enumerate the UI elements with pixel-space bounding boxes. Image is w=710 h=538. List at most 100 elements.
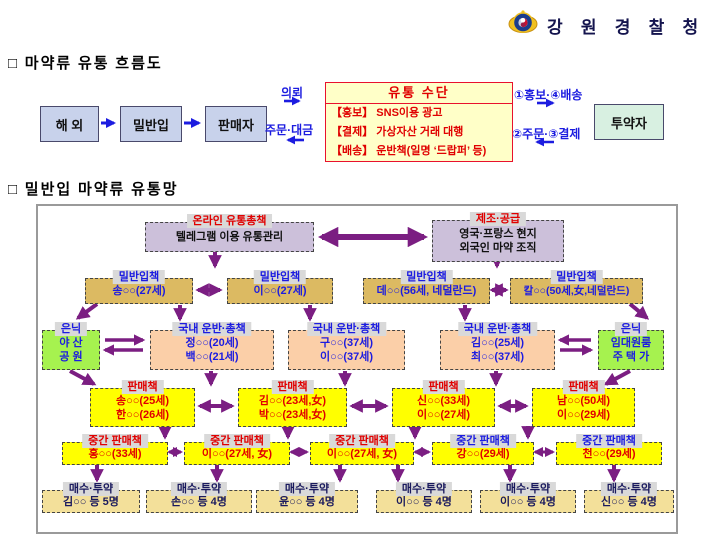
person-name: 천○○(29세) (582, 447, 636, 460)
person-name: 이○○ 등 4명 (500, 495, 556, 508)
seller-node: 판매책 송○○(25세) 한○○(26세) (90, 380, 195, 427)
hideout-line: 야 산 (59, 337, 83, 349)
methods-title: 유통 수단 (326, 83, 512, 104)
smuggler-node: 밀반입책 이○○(27세) (227, 270, 333, 304)
transporter-node: 국내 운반·총책 정○○(20세) 백○○(21세) (150, 322, 274, 370)
agency-header: 강 원 경 찰 청 (508, 8, 705, 43)
mid-seller-role-tag: 중간 판매책 (82, 434, 148, 448)
person-name: 남○○(50세) (556, 394, 611, 407)
person-name: 칼○○(50세,女,네덜란드) (523, 285, 630, 297)
person-name: 송○○(27세) (112, 285, 166, 297)
supplier-line: 외국인 마약 조직 (459, 242, 537, 254)
person-name: 김○○(25세) (470, 337, 525, 349)
mid-seller-node: 중간 판매책 이○○(27세, 女) (310, 434, 414, 465)
buyer-role-tag: 매수·투약 (278, 482, 336, 496)
request-label: 의뢰 (281, 86, 304, 100)
smuggler-role-tag: 밀반입책 (253, 270, 307, 284)
buyer-role-tag: 매수·투약 (62, 482, 120, 496)
smuggler-node: 밀반입책 송○○(27세) (85, 270, 193, 304)
mid-seller-node: 중간 판매책 홍○○(33세) (62, 434, 168, 465)
flow-box-overseas: 해 외 (40, 106, 99, 142)
person-name: 한○○(26세) (115, 408, 170, 421)
person-name: 이○○(27세) (416, 408, 471, 421)
seller-node: 판매책 김○○(23세,女) 박○○(23세,女) (238, 380, 347, 427)
seller-role-tag: 판매책 (422, 380, 465, 394)
transporter-role-tag: 국내 운반·총책 (457, 322, 538, 336)
transporter-node: 국내 운반·총책 김○○(25세) 최○○(37세) (440, 322, 555, 370)
mid-seller-node: 중간 판매책 강○○(29세) (432, 434, 534, 465)
person-name: 김○○(23세,女) (258, 394, 327, 407)
person-name: 최○○(37세) (470, 351, 525, 363)
smuggler-role-tag: 밀반입책 (400, 270, 453, 284)
seller-role-tag: 판매책 (562, 380, 605, 394)
person-name: 이○○(27세) (253, 285, 307, 297)
person-name: 손○○ 등 4명 (171, 495, 227, 508)
person-name: 이○○(29세) (556, 408, 611, 421)
seller-role-tag: 판매책 (271, 380, 314, 394)
buyer-node: 매수·투약 손○○ 등 4명 (146, 482, 252, 513)
method-promo: 【홍보】 SNS이용 광고 (331, 107, 443, 119)
mid-seller-role-tag: 중간 판매책 (204, 434, 270, 448)
flow-box-seller: 판매자 (205, 106, 267, 142)
person-name: 윤○○ 등 4명 (279, 495, 335, 508)
buyer-node: 매수·투약 이○○ 등 4명 (480, 482, 576, 513)
online-boss-role-tag: 온라인 유통총책 (186, 214, 273, 228)
person-name: 이○○(27세, 女) (326, 447, 398, 460)
online-boss-node: 온라인 유통총책 텔레그램 이용 유통관리 (145, 214, 314, 252)
seller-node: 판매책 신○○(33세) 이○○(27세) (392, 380, 495, 427)
hideout-role-tag: 은닉 (54, 322, 88, 336)
mid-seller-role-tag: 중간 판매책 (329, 434, 395, 448)
method-delivery: 【배송】 운반책(일명 ‘드랍퍼’ 등) (331, 145, 487, 157)
person-name: 구○○(37세) (319, 337, 374, 349)
person-name: 송○○(25세) (115, 394, 170, 407)
supplier-node: 제조·공급 영국·프랑스 현지 외국인 마약 조직 (432, 212, 564, 262)
buyer-node: 매수·투약 윤○○ 등 4명 (256, 482, 358, 513)
supplier-line: 영국·프랑스 현지 (459, 228, 537, 240)
person-name: 데○○(56세, 네덜란드) (376, 285, 477, 297)
transporter-role-tag: 국내 운반·총책 (172, 322, 252, 336)
buyer-role-tag: 매수·투약 (395, 482, 453, 496)
section2-title: □ 밀반입 마약류 유통망 (8, 182, 179, 198)
mid-seller-role-tag: 중간 판매책 (450, 434, 516, 448)
order-payment-label: 주문·대금 (265, 123, 314, 137)
mid-seller-node: 중간 판매책 이○○(27세, 女) (184, 434, 290, 465)
section1-title: □ 마약류 유통 흐름도 (8, 56, 163, 72)
promo-delivery-label: ①홍보·④배송 (514, 88, 583, 102)
hideout-line: 주 택 가 (612, 351, 650, 363)
seller-node: 판매책 남○○(50세) 이○○(29세) (532, 380, 635, 427)
person-name: 김○○ 등 5명 (63, 495, 119, 508)
seller-role-tag: 판매책 (121, 380, 164, 394)
person-name: 홍○○(33세) (88, 447, 142, 460)
flow-box-user: 투약자 (594, 104, 664, 140)
person-name: 이○○(37세) (319, 351, 374, 363)
hideout-right-node: 은닉 임대원룸 주 택 가 (598, 322, 664, 370)
hideout-line: 공 원 (59, 351, 83, 363)
mid-seller-role-tag: 중간 판매책 (576, 434, 642, 448)
buyer-node: 매수·투약 김○○ 등 5명 (42, 482, 140, 513)
method-payment: 【결제】 가상자산 거래 대행 (331, 126, 464, 138)
smuggler-node: 밀반입책 칼○○(50세,女,네덜란드) (510, 270, 643, 304)
flow-box-smuggling: 밀반입 (120, 106, 182, 142)
police-emblem-icon (508, 8, 538, 43)
mid-seller-node: 중간 판매책 천○○(29세) (556, 434, 662, 465)
buyer-node: 매수·투약 이○○ 등 4명 (376, 482, 472, 513)
smuggler-role-tag: 밀반입책 (550, 270, 603, 284)
order-pay-label: ②주문·③결제 (512, 127, 581, 141)
agency-name: 강 원 경 찰 청 (547, 18, 706, 37)
buyer-node: 매수·투약 신○○ 등 4명 (584, 482, 674, 513)
person-name: 박○○(23세,女) (258, 408, 327, 421)
buyer-role-tag: 매수·투약 (600, 482, 658, 496)
online-boss-name: 텔레그램 이용 유통관리 (175, 231, 284, 243)
hideout-left-node: 은닉 야 산 공 원 (42, 322, 100, 370)
transporter-role-tag: 국내 운반·총책 (306, 322, 387, 336)
person-name: 신○○ 등 4명 (601, 495, 657, 508)
transporter-node: 국내 운반·총책 구○○(37세) 이○○(37세) (288, 322, 405, 370)
person-name: 백○○(21세) (185, 351, 239, 363)
person-name: 신○○(33세) (416, 394, 471, 407)
smuggler-role-tag: 밀반입책 (112, 270, 166, 284)
person-name: 이○○(27세, 女) (201, 447, 273, 460)
hideout-role-tag: 은닉 (614, 322, 648, 336)
supplier-role-tag: 제조·공급 (469, 212, 527, 226)
person-name: 정○○(20세) (185, 337, 239, 349)
